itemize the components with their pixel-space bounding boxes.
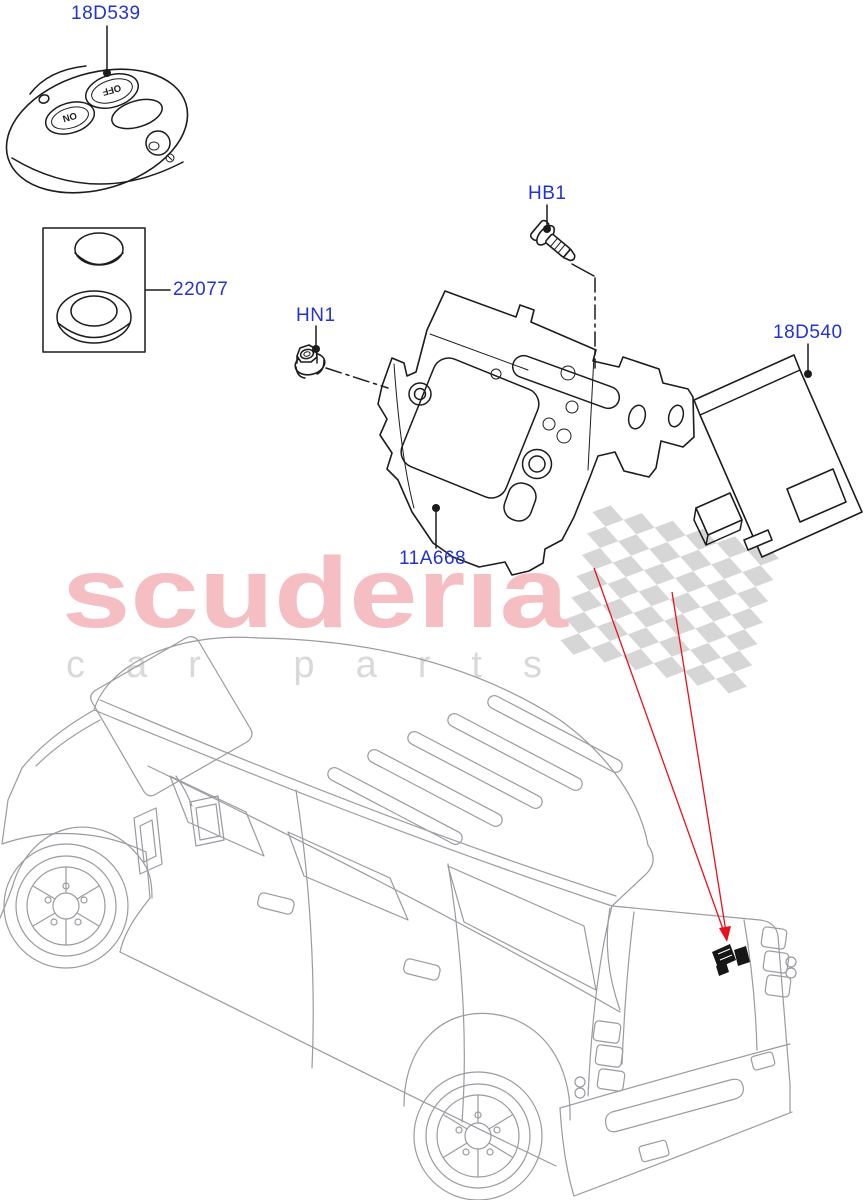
vehicle-roof (90, 636, 654, 907)
rear-wheel-arch (403, 1012, 571, 1121)
checkered-flag-pattern (560, 505, 779, 694)
rear-door-glass (287, 831, 409, 921)
taillight-right (760, 926, 797, 998)
bracket-grommet-hole (521, 448, 553, 480)
module-connector (695, 492, 743, 536)
beltline (147, 765, 621, 1013)
installed-module-marker (712, 944, 750, 976)
grommet-ring (56, 290, 132, 344)
front-wheel-arch (11, 826, 153, 899)
receiver-module-drawing (693, 354, 863, 558)
vehicle-side (119, 765, 621, 1167)
front-wheel (3, 843, 129, 969)
part-label-22077[interactable]: 22077 (173, 279, 229, 300)
rear-bumper (559, 1043, 793, 1197)
door-handle-rear (403, 958, 441, 981)
part-label-18D539[interactable]: 18D539 (71, 3, 141, 24)
rocker-line (119, 951, 557, 1167)
grommet-kit-drawing (42, 227, 146, 353)
watermark-subtitle-text: car parts (66, 644, 572, 686)
checkered-flag-watermark (560, 505, 779, 694)
grommet-cap (74, 232, 124, 266)
part-label-18D540[interactable]: 18D540 (773, 322, 843, 343)
taillight-left (574, 1020, 626, 1099)
part-label-HB1[interactable]: HB1 (528, 183, 567, 204)
flange-nut-drawing (294, 344, 326, 379)
fender-vent (133, 807, 163, 875)
mounting-bracket-drawing (377, 290, 695, 576)
d-pillar (606, 907, 621, 1011)
fob-off-button-label: OFF (101, 82, 122, 98)
pointer-arrows (593, 567, 731, 942)
part-label-11A668[interactable]: 11A668 (399, 548, 467, 569)
flange-bolt-drawing (529, 219, 576, 262)
leader-lines (103, 25, 812, 549)
rear-wheel (413, 1071, 543, 1200)
door-handle-front (257, 892, 295, 915)
fob-led (145, 130, 171, 156)
bracket-opening (400, 357, 540, 499)
part-label-HN1[interactable]: HN1 (296, 305, 336, 326)
kit-box (42, 227, 146, 353)
bracket-slot (511, 354, 621, 410)
fob-on-button (44, 101, 96, 135)
door-seam-front (295, 789, 314, 1069)
arrowhead (719, 926, 731, 942)
module-recess (786, 468, 847, 523)
fob-on-button-label: ON (61, 109, 78, 124)
sunroof-panel (90, 636, 253, 797)
remote-fob-drawing: OFF ON (5, 65, 189, 194)
roof-ribs (327, 695, 623, 845)
front-door-glass (169, 775, 265, 857)
vehicle-front (0, 709, 153, 919)
quarter-glass (447, 865, 597, 991)
door-seam-rear (447, 863, 465, 1123)
vehicle-line-drawing (0, 636, 797, 1200)
vehicle-tailgate (559, 905, 797, 1197)
